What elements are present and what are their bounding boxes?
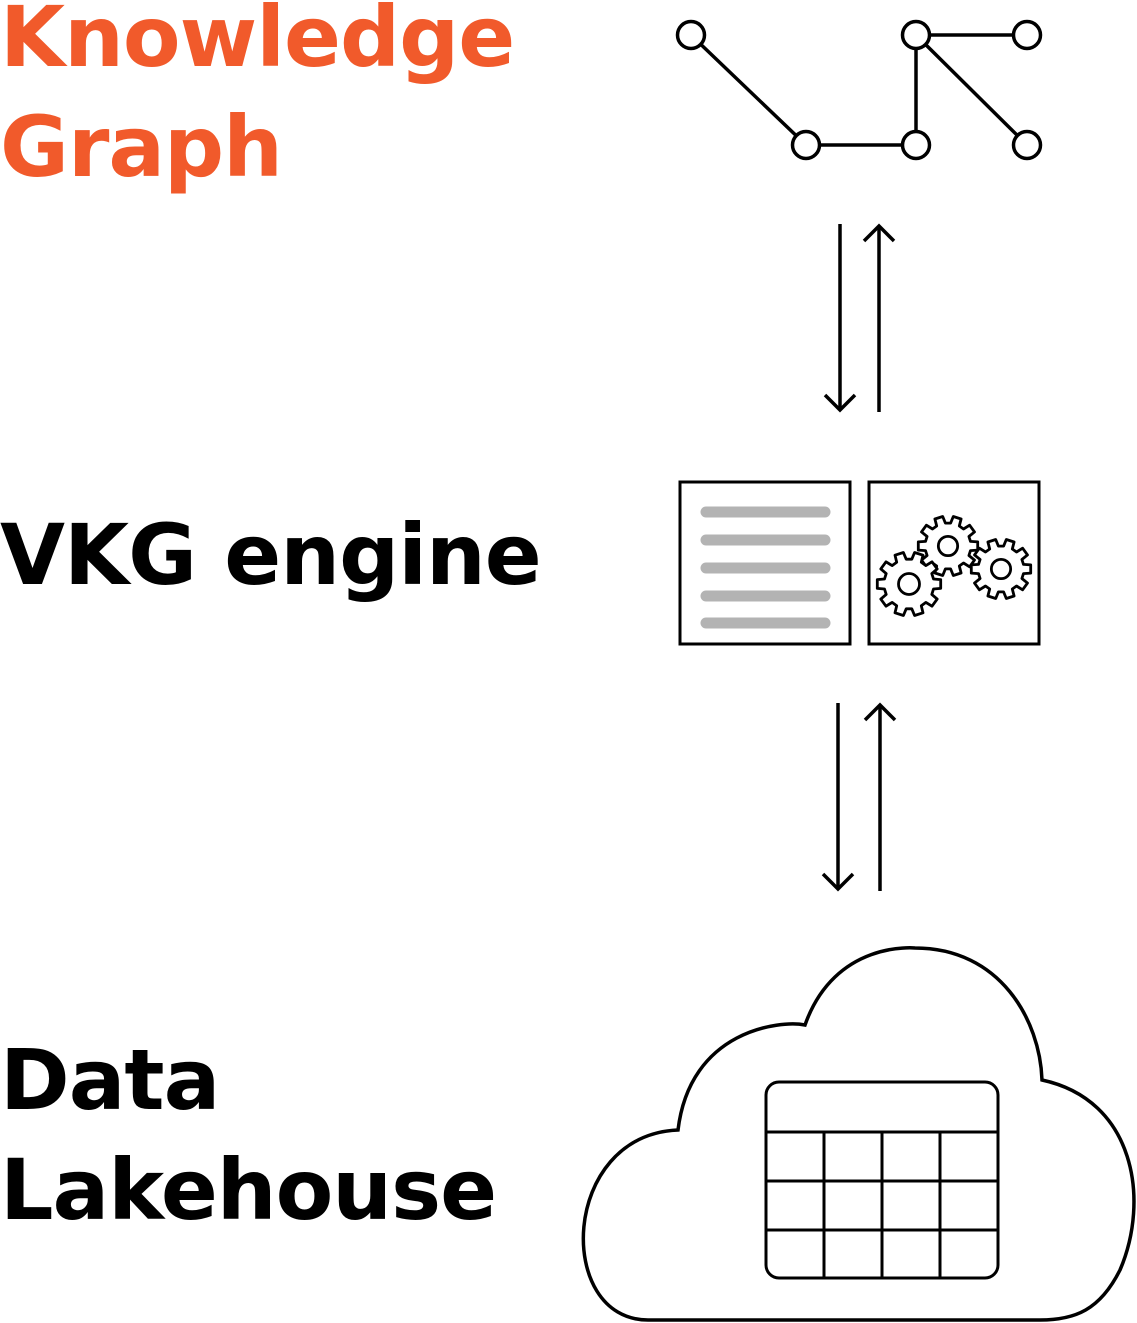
bidirectional-arrows-icon (823, 223, 896, 413)
gear-hub (989, 557, 1013, 581)
data-lakehouse-label-line2: Lakehouse (0, 1141, 497, 1239)
cloud-table-icon (581, 946, 1136, 1322)
knowledge-graph-label: Knowledge Graph (0, 0, 515, 202)
cloud-outline (581, 946, 1136, 1322)
data-lakehouse-label-line1: Data (0, 1031, 220, 1129)
gears-icon (875, 515, 1033, 617)
graph-network-icon (675, 19, 1043, 161)
data-lakehouse-label: Data Lakehouse (0, 1025, 497, 1245)
document-lines (700, 506, 831, 629)
vkg-engine-label-line1: VKG engine (0, 506, 542, 604)
graph-node (900, 129, 932, 161)
graph-node (1011, 19, 1043, 51)
down-arrow-head (823, 393, 857, 413)
graph-node (900, 19, 932, 51)
down-arrow-head (821, 872, 855, 892)
graph-edge (689, 33, 808, 147)
knowledge-graph-label-line2: Graph (0, 98, 283, 196)
graph-edge (914, 33, 1029, 147)
graph-node (675, 19, 707, 51)
bidirectional-arrows-icon (821, 702, 897, 892)
table-icon (764, 1080, 1000, 1280)
up-arrow-head (862, 223, 896, 243)
knowledge-graph-label-line1: Knowledge (0, 0, 515, 86)
graph-node (1011, 129, 1043, 161)
gear-hub (897, 572, 921, 596)
vkg-engine-label: VKG engine (0, 500, 542, 610)
engine-document-gears-icon (678, 480, 1041, 646)
up-arrow-head (863, 702, 897, 722)
graph-node (790, 129, 822, 161)
gear-hub (936, 534, 960, 558)
